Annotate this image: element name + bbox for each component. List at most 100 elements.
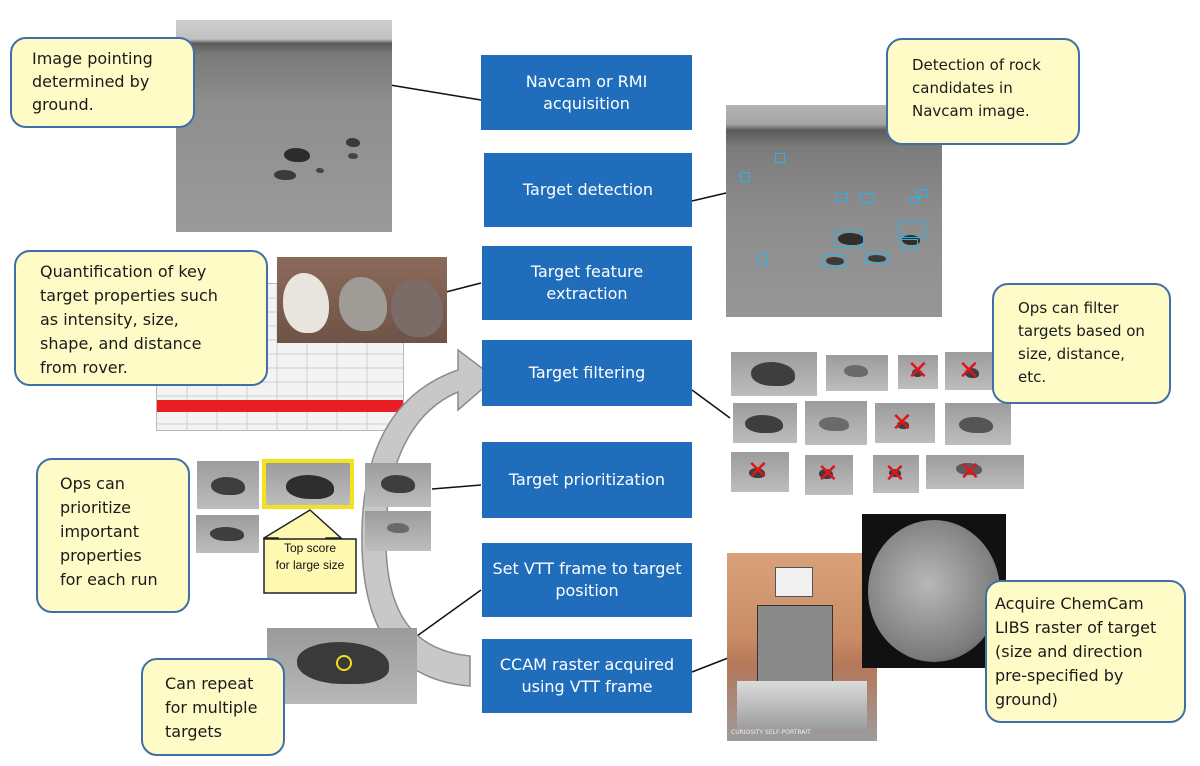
rock [339,277,387,331]
step-set-vtt-frame: Set VTT frame to target position [482,543,692,617]
rock [348,153,358,159]
filter-thumb [875,403,935,443]
note-line: Ops can filter [1018,299,1119,317]
note-image-pointing: Image pointing determined by ground. [10,37,195,128]
step-label: Set VTT frame to target position [492,559,682,600]
connector-detection [691,192,727,202]
note-line: LIBS raster of target [995,618,1157,637]
rock [284,148,310,162]
note-line: (size and direction [995,642,1143,661]
step-label: Target feature extraction [530,262,644,303]
note-line: determined by [32,72,150,91]
note-line: Detection of rock [912,56,1041,74]
note-ops-prioritize: Ops can prioritize important properties … [36,458,190,613]
note-line: for each run [60,570,158,589]
x-mark-icon: ✕ [884,459,906,489]
x-mark-icon: ✕ [817,459,839,489]
rock [838,233,864,245]
filter-thumb [898,355,938,389]
priority-thumb [365,463,431,507]
note-can-repeat: Can repeat for multiple targets [141,658,285,756]
x-mark-icon: ✕ [958,356,980,386]
rock [868,255,886,262]
portrait-caption: CURIOSITY SELF-PORTRAIT [731,729,811,736]
note-line: size, distance, [1018,345,1125,363]
note-line: pre-specified by [995,666,1124,685]
step-navcam-acquisition: Navcam or RMI acquisition [481,55,692,130]
rover-deck [737,681,867,731]
note-line: ground) [995,690,1058,709]
detection-box [916,189,928,197]
note-line: Image pointing [32,49,153,68]
note-line: targets based on [1018,322,1145,340]
note-line: Acquire ChemCam [995,594,1144,613]
top-score-line: Top score [283,541,337,555]
filter-thumb [731,452,789,492]
rock [274,170,296,180]
detection-box [775,153,785,163]
step-label: Navcam or RMI acquisition [525,71,648,113]
detection-box [910,197,920,204]
connector-raster [691,657,729,673]
rock [283,273,329,333]
step-label: CCAM raster acquired using VTT frame [499,655,675,696]
step-target-prioritization: Target prioritization [482,442,692,518]
note-line: properties [60,546,142,565]
note-line: from rover. [40,358,128,377]
detection-box [860,193,874,203]
connector-pointing [389,84,482,101]
note-line: Navcam image. [912,102,1030,120]
x-mark-icon: ✕ [907,356,929,386]
detection-box [900,239,918,249]
note-quantification: Quantification of key target properties … [14,250,268,386]
rover-portrait-photo: CURIOSITY SELF-PORTRAIT [727,553,877,741]
note-line: targets [165,722,222,741]
note-line: etc. [1018,368,1047,386]
up-arrow-icon [263,509,357,594]
note-rock-detection: Detection of rock candidates in Navcam i… [886,38,1080,145]
detection-box [834,231,864,247]
note-line: as intensity, size, [40,310,179,329]
detection-box [740,172,750,182]
note-line: target properties such [40,286,218,305]
rock [346,138,360,147]
filter-thumb [826,355,888,391]
top-score-line: for large size [275,558,345,572]
connector-features [445,282,482,293]
note-line: for multiple [165,698,258,717]
rover-body [757,605,833,687]
detection-box [758,253,768,265]
note-line: important [60,522,140,541]
note-line: ground. [32,95,94,114]
rock [391,279,443,337]
step-feature-extraction: Target feature extraction [482,246,692,320]
priority-thumb-selected [262,459,354,509]
top-score-label: Top score for large size [264,540,356,574]
detection-box [836,193,848,202]
rover-mast [775,567,813,597]
filter-thumb [873,455,919,493]
step-label: Target detection [522,180,654,199]
rock [826,257,844,265]
libs-disc [868,520,1000,662]
rock [902,235,920,245]
libs-target-photo [862,514,1006,668]
filter-thumb [926,455,1024,489]
connector-filtering [691,389,731,419]
note-ops-filter: Ops can filter targets based on size, di… [992,283,1171,404]
filter-thumb [733,403,797,443]
rock [316,168,324,173]
detection-box [864,253,890,264]
priority-thumb [197,461,259,509]
note-line: Can repeat [165,674,254,693]
note-line: shape, and distance [40,334,202,353]
filter-thumb [731,352,817,396]
x-mark-icon: ✕ [959,457,981,487]
note-acquire-chemcam: Acquire ChemCam LIBS raster of target (s… [985,580,1186,723]
note-line: candidates in [912,79,1013,97]
filter-thumb [945,352,997,390]
filter-thumb [805,455,853,495]
x-mark-icon: ✕ [891,408,913,438]
note-line: Ops can [60,474,125,493]
